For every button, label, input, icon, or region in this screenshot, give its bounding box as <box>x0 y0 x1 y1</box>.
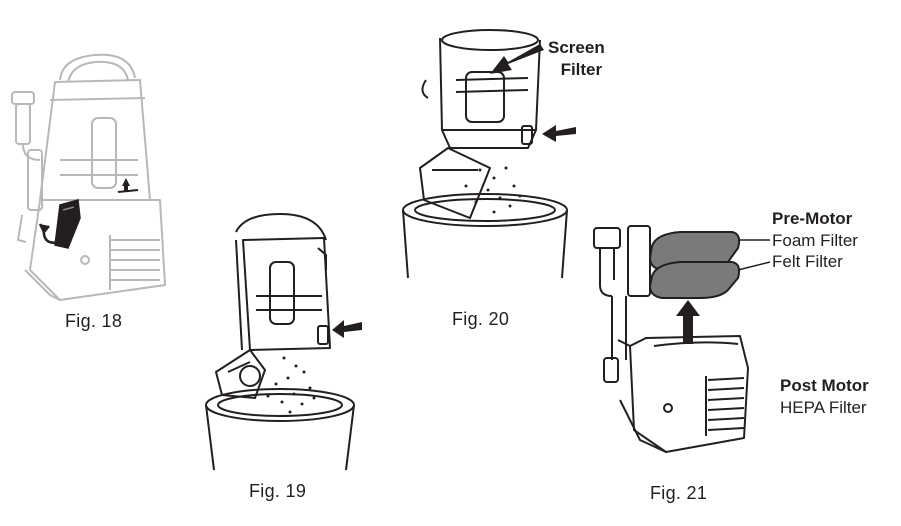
arrow-icon <box>117 178 139 193</box>
figure-caption: Fig. 20 <box>452 309 510 329</box>
callout-line-2: Filter <box>560 60 603 79</box>
callout-bold: Post Motor <box>780 376 869 395</box>
arrow-icon <box>676 300 700 344</box>
debris-dots <box>464 166 522 214</box>
post-motor-hepa-label: Post Motor HEPA Filter <box>780 375 869 419</box>
callout-line-1: Screen <box>548 38 605 57</box>
debris-dots <box>266 356 316 414</box>
callout-normal: Felt Filter <box>772 252 843 271</box>
pre-motor-foam-label: Pre-Motor Foam Filter <box>772 208 858 252</box>
screen-filter-label: Screen Filter <box>548 37 605 81</box>
figure-caption: Fig. 18 <box>65 311 123 331</box>
felt-filter <box>648 261 741 299</box>
arrow-icon <box>332 320 362 338</box>
release-latch-icon <box>54 199 81 249</box>
callout-bold: Pre-Motor <box>772 209 853 228</box>
figure-caption: Fig. 19 <box>249 481 307 501</box>
figure-caption: Fig. 21 <box>650 483 708 503</box>
rotate-arrow-icon <box>38 223 61 244</box>
callout-normal: HEPA Filter <box>780 398 867 417</box>
arrow-icon <box>490 44 544 74</box>
arrow-icon <box>542 125 576 142</box>
callout-normal: Foam Filter <box>772 231 858 250</box>
felt-filter-label: Felt Filter <box>772 251 843 273</box>
